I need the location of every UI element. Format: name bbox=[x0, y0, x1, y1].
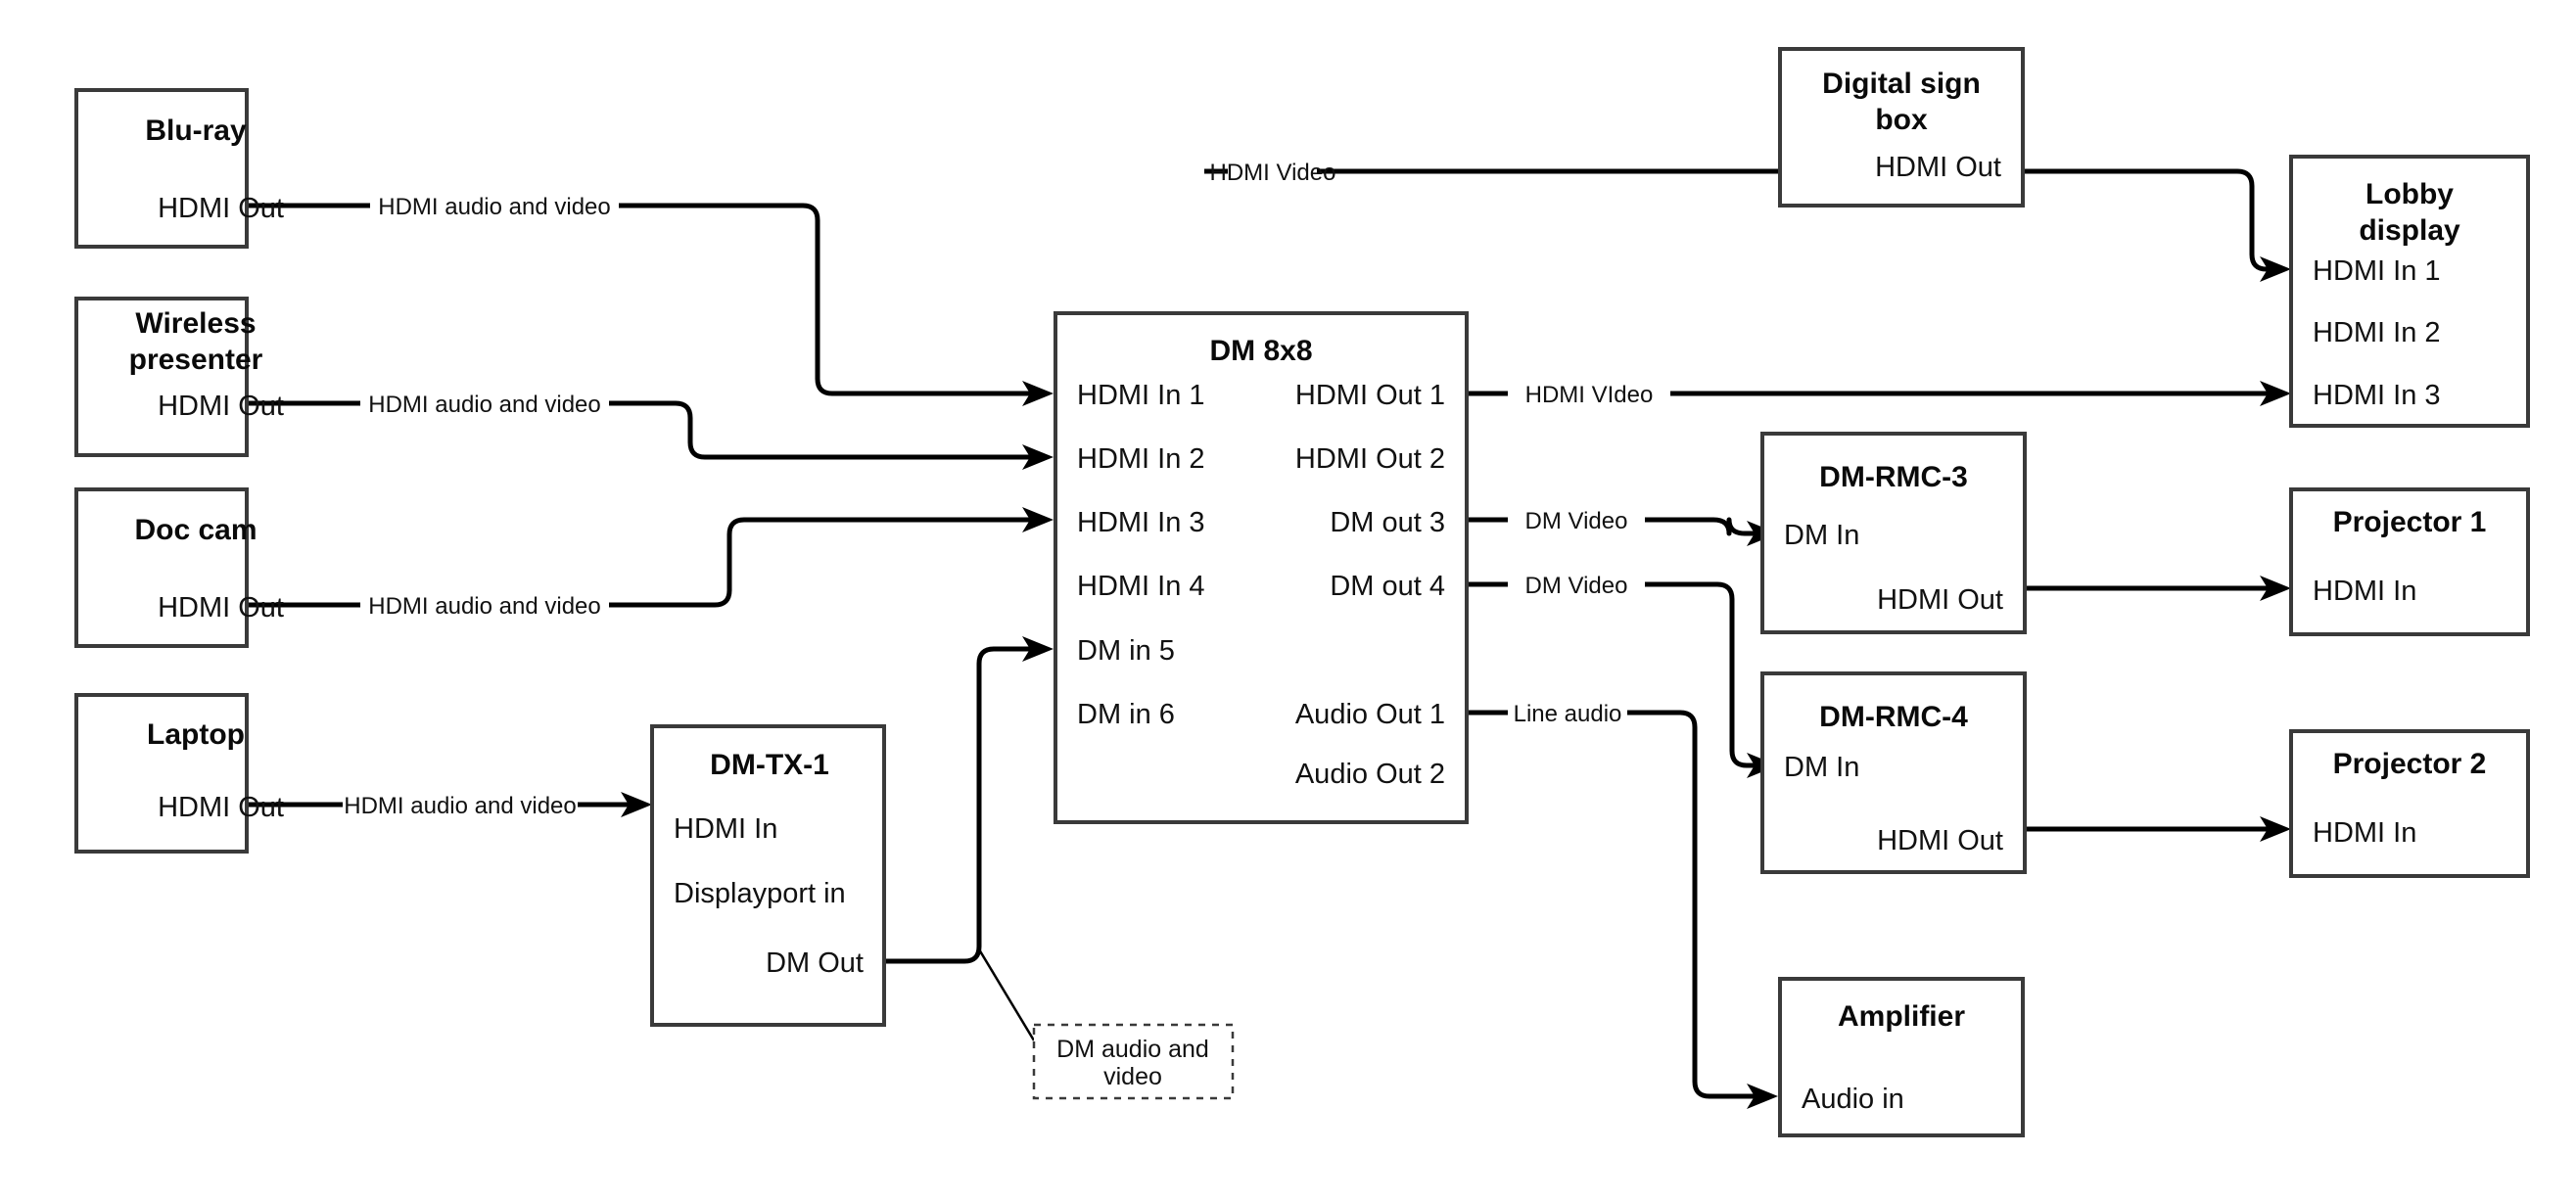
edge-label-dmout4-to-rmc4: DM Video bbox=[1525, 573, 1628, 599]
node-dm-rmc-3-port-dm-in: DM In bbox=[1784, 520, 1859, 551]
node-bluray[interactable]: Blu-ray HDMI Out bbox=[74, 88, 284, 249]
edge-label-dmout3-to-rmc3: DM Video bbox=[1525, 508, 1628, 534]
node-lobby-display-title-line1: Lobby bbox=[2365, 178, 2454, 210]
node-dm-8x8-input-dm-in-6: DM in 6 bbox=[1077, 699, 1175, 730]
node-wireless-presenter-title-line1: Wireless bbox=[135, 307, 256, 340]
node-doc-cam[interactable]: Doc cam HDMI Out bbox=[74, 487, 284, 648]
node-dm-8x8-output-dm-out-3: DM out 3 bbox=[1330, 507, 1445, 538]
node-dm-8x8-input-hdmi-in-2: HDMI In 2 bbox=[1077, 443, 1205, 475]
node-amplifier[interactable]: Amplifier Audio in bbox=[1778, 977, 2025, 1137]
edge-label-audioout1-to-amp: Line audio bbox=[1514, 701, 1622, 727]
node-wireless-presenter-port-hdmi-out: HDMI Out bbox=[158, 391, 284, 422]
node-projector-1-title: Projector 1 bbox=[2333, 506, 2487, 538]
node-dm-tx-1-port-displayport-in: Displayport in bbox=[674, 878, 846, 909]
node-projector-1-port-hdmi-in: HDMI In bbox=[2313, 576, 2416, 607]
node-dm-8x8-title: DM 8x8 bbox=[1209, 335, 1312, 367]
node-dm-rmc-4-port-dm-in: DM In bbox=[1784, 752, 1859, 783]
node-doc-cam-port-hdmi-out: HDMI Out bbox=[158, 592, 284, 624]
callout-dm-audio-and-video: DM audio and video bbox=[1032, 1023, 1235, 1100]
node-lobby-display[interactable]: Lobby display HDMI In 1 HDMI In 2 HDMI I… bbox=[2289, 155, 2530, 428]
node-dm-8x8-output-audio-out-1: Audio Out 1 bbox=[1295, 699, 1445, 730]
node-dm-rmc-4-title: DM-RMC-4 bbox=[1819, 701, 1968, 733]
node-digital-sign-box-title-line2: box bbox=[1875, 104, 1928, 136]
node-dm-8x8[interactable]: DM 8x8 HDMI In 1 HDMI In 2 HDMI In 3 HDM… bbox=[1054, 311, 1469, 824]
node-dm-8x8-input-hdmi-in-3: HDMI In 3 bbox=[1077, 507, 1205, 538]
node-dm-8x8-input-dm-in-5: DM in 5 bbox=[1077, 635, 1175, 667]
node-dm-tx-1-port-dm-out: DM Out bbox=[766, 947, 864, 979]
wire-rmc3-to-projector1 bbox=[2025, 576, 2291, 601]
wire-bluray-to-dm8x8-in1 bbox=[247, 203, 1054, 406]
node-dm-8x8-input-hdmi-in-1: HDMI In 1 bbox=[1077, 380, 1205, 411]
node-lobby-display-title-line2: display bbox=[2359, 214, 2460, 247]
edge-label-sign-to-lobby1: HDMI Video bbox=[1210, 160, 1336, 186]
node-wireless-presenter[interactable]: Wireless presenter HDMI Out bbox=[74, 297, 284, 457]
node-projector-2[interactable]: Projector 2 HDMI In bbox=[2289, 729, 2530, 878]
node-bluray-title: Blu-ray bbox=[145, 115, 247, 147]
node-projector-2-port-hdmi-in: HDMI In bbox=[2313, 817, 2416, 849]
node-lobby-display-port-hdmi-in-2: HDMI In 2 bbox=[2313, 317, 2441, 348]
node-digital-sign-box[interactable]: Digital sign box HDMI Out bbox=[1778, 47, 2025, 208]
wire-doccam-to-dm8x8-in3 bbox=[247, 507, 1054, 608]
node-dm-8x8-output-dm-out-4: DM out 4 bbox=[1330, 571, 1445, 602]
node-dm-rmc-4[interactable]: DM-RMC-4 DM In HDMI Out bbox=[1760, 671, 2027, 874]
node-laptop-port-hdmi-out: HDMI Out bbox=[158, 792, 284, 823]
node-dm-tx-1-port-hdmi-in: HDMI In bbox=[674, 813, 777, 845]
node-projector-1[interactable]: Projector 1 HDMI In bbox=[2289, 487, 2530, 636]
node-dm-rmc-3[interactable]: DM-RMC-3 DM In HDMI Out bbox=[1760, 432, 2027, 634]
wire-dmtx1-to-dm8x8-in5 bbox=[884, 636, 1054, 964]
wire-dm8x8-audioout1-to-amplifier bbox=[1467, 710, 1778, 1109]
node-wireless-presenter-title-line2: presenter bbox=[129, 344, 263, 376]
node-dm-8x8-output-hdmi-out-1: HDMI Out 1 bbox=[1295, 380, 1445, 411]
node-dm-tx-1[interactable]: DM-TX-1 HDMI In Displayport in DM Out bbox=[650, 724, 886, 1027]
node-laptop-title: Laptop bbox=[147, 718, 245, 751]
edge-label-bluray-to-in1: HDMI audio and video bbox=[378, 194, 610, 220]
wire-dm8x8-out4-to-rmc4 bbox=[1467, 581, 1778, 778]
node-projector-2-title: Projector 2 bbox=[2333, 748, 2487, 780]
callout-dm-audio-and-video-line2: video bbox=[1103, 1063, 1162, 1090]
node-dm-8x8-output-audio-out-2: Audio Out 2 bbox=[1295, 759, 1445, 790]
wire-rmc4-to-projector2 bbox=[2025, 816, 2291, 842]
node-amplifier-port-audio-in: Audio in bbox=[1802, 1084, 1904, 1115]
node-bluray-port-hdmi-out: HDMI Out bbox=[158, 193, 284, 224]
node-dm-rmc-3-port-hdmi-out: HDMI Out bbox=[1877, 584, 2003, 616]
edge-label-wireless-to-in2: HDMI audio and video bbox=[368, 392, 600, 418]
wire-digitalsign-to-lobby-in1 bbox=[1204, 168, 2291, 282]
edge-label-doccam-to-in3: HDMI audio and video bbox=[368, 593, 600, 620]
node-laptop[interactable]: Laptop HDMI Out bbox=[74, 693, 284, 854]
node-lobby-display-port-hdmi-in-1: HDMI In 1 bbox=[2313, 255, 2441, 287]
node-dm-8x8-output-hdmi-out-2: HDMI Out 2 bbox=[1295, 443, 1445, 475]
node-dm-tx-1-title: DM-TX-1 bbox=[710, 749, 829, 781]
wire-callout-leader bbox=[977, 948, 1036, 1041]
node-dm-rmc-3-title: DM-RMC-3 bbox=[1819, 461, 1968, 493]
node-doc-cam-title: Doc cam bbox=[134, 514, 257, 546]
node-amplifier-title: Amplifier bbox=[1838, 1000, 1965, 1033]
callout-dm-audio-and-video-line1: DM audio and bbox=[1056, 1036, 1209, 1063]
wire-dm8x8-out1-to-lobby-in3 bbox=[1467, 381, 2291, 406]
node-dm-rmc-4-port-hdmi-out: HDMI Out bbox=[1877, 825, 2003, 856]
edge-label-laptop-to-dmtx1: HDMI audio and video bbox=[344, 793, 576, 819]
wire-laptop-to-dmtx1 bbox=[247, 792, 652, 817]
edge-label-hdmiout1-to-lobby3: HDMI VIdeo bbox=[1525, 382, 1654, 408]
node-digital-sign-box-title-line1: Digital sign bbox=[1822, 68, 1981, 100]
node-digital-sign-box-port-hdmi-out: HDMI Out bbox=[1875, 152, 2001, 183]
node-lobby-display-port-hdmi-in-3: HDMI In 3 bbox=[2313, 380, 2441, 411]
wire-wireless-to-dm8x8-in2 bbox=[247, 400, 1054, 470]
node-dm-8x8-input-hdmi-in-4: HDMI In 4 bbox=[1077, 571, 1205, 602]
